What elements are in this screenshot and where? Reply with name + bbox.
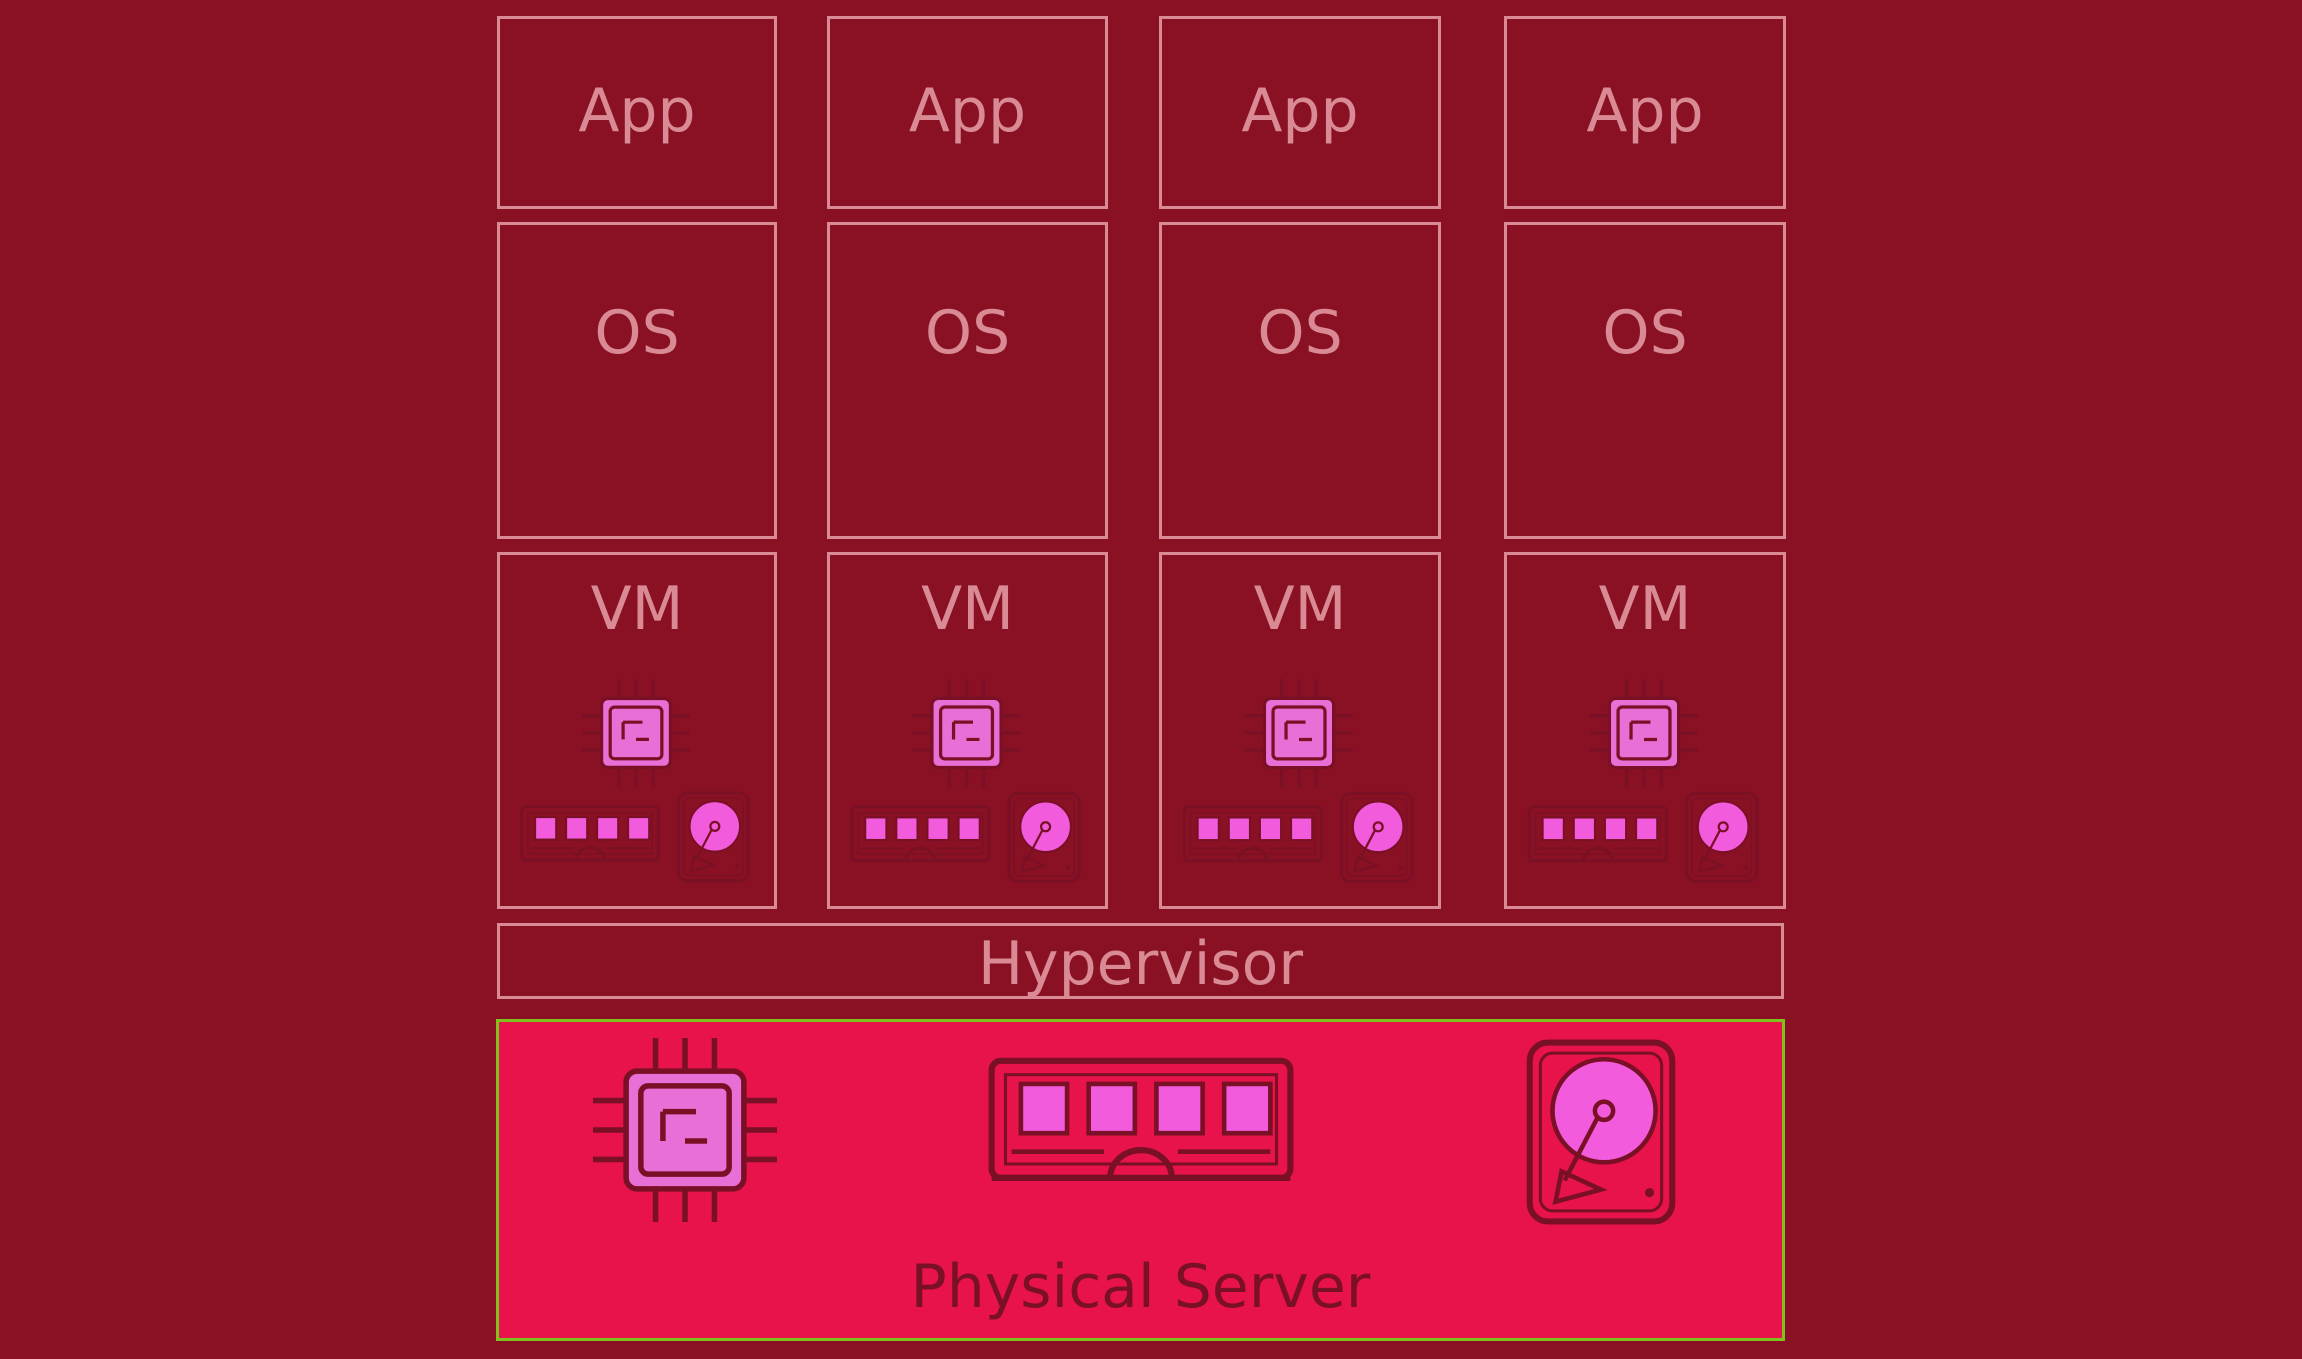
hypervisor-layer: Hypervisor	[497, 923, 1784, 999]
memory-icon	[520, 805, 660, 862]
memory-icon	[850, 805, 991, 862]
vm-resources	[850, 677, 1081, 883]
os-label: OS	[1257, 298, 1343, 368]
os-box-3: OS	[1159, 222, 1441, 539]
vm-label: VM	[1598, 574, 1692, 644]
cpu-icon	[910, 677, 1023, 789]
app-label: App	[1586, 76, 1704, 146]
cpu-icon	[593, 1038, 777, 1222]
physical-server-label: Physical Server	[910, 1252, 1371, 1322]
os-box-4: OS	[1504, 222, 1786, 539]
app-label: App	[1241, 76, 1359, 146]
app-box-3: App	[1159, 16, 1441, 209]
app-box-2: App	[827, 16, 1108, 209]
memory-icon	[1182, 805, 1323, 863]
disk-icon	[1525, 1038, 1677, 1226]
app-box-1: App	[497, 16, 777, 209]
cpu-icon	[580, 677, 692, 789]
app-label: App	[908, 76, 1027, 146]
disk-icon	[676, 791, 750, 883]
memory-icon	[987, 1056, 1295, 1195]
cpu-icon	[1588, 677, 1700, 789]
hypervisor-label: Hypervisor	[977, 929, 1304, 999]
vm-resources	[1182, 677, 1414, 883]
vm-box-4: VM	[1504, 552, 1786, 909]
memory-icon	[1527, 805, 1668, 863]
vm-label: VM	[921, 574, 1014, 644]
os-box-2: OS	[827, 222, 1108, 539]
vm-box-2: VM	[827, 552, 1108, 909]
app-label: App	[578, 76, 696, 146]
vm-resources	[520, 677, 750, 883]
os-label: OS	[924, 298, 1011, 368]
vm-box-3: VM	[1159, 552, 1441, 909]
vm-resources	[1527, 677, 1759, 883]
disk-icon	[1340, 791, 1414, 883]
physical-server-layer: Physical Server	[496, 1019, 1785, 1341]
cpu-icon	[1243, 677, 1355, 789]
app-box-4: App	[1504, 16, 1786, 209]
vm-label: VM	[1253, 574, 1347, 644]
os-box-1: OS	[497, 222, 777, 539]
disk-icon	[1685, 791, 1759, 883]
vm-box-1: VM	[497, 552, 777, 909]
disk-icon	[1007, 791, 1081, 883]
vm-label: VM	[590, 574, 684, 644]
os-label: OS	[594, 298, 680, 368]
os-label: OS	[1602, 298, 1688, 368]
